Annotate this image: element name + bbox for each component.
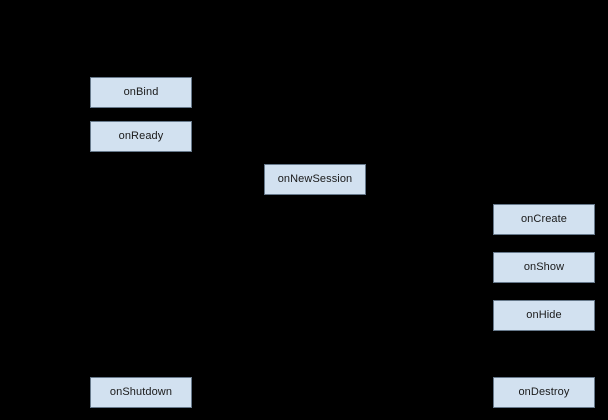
node-on-destroy[interactable]: onDestroy <box>493 377 595 408</box>
node-label: onDestroy <box>518 386 570 398</box>
node-on-bind[interactable]: onBind <box>90 77 192 108</box>
node-label: onHide <box>526 309 562 321</box>
node-label: onShutdown <box>109 386 173 398</box>
node-label: onBind <box>123 86 159 98</box>
node-on-shutdown[interactable]: onShutdown <box>90 377 192 408</box>
node-on-new-session[interactable]: onNewSession <box>264 164 366 195</box>
node-label: onNewSession <box>277 173 353 185</box>
node-label: onCreate <box>520 213 568 225</box>
node-label: onReady <box>118 130 164 142</box>
node-label: onShow <box>523 261 565 273</box>
node-on-ready[interactable]: onReady <box>90 121 192 152</box>
node-on-create[interactable]: onCreate <box>493 204 595 235</box>
node-on-show[interactable]: onShow <box>493 252 595 283</box>
node-on-hide[interactable]: onHide <box>493 300 595 331</box>
